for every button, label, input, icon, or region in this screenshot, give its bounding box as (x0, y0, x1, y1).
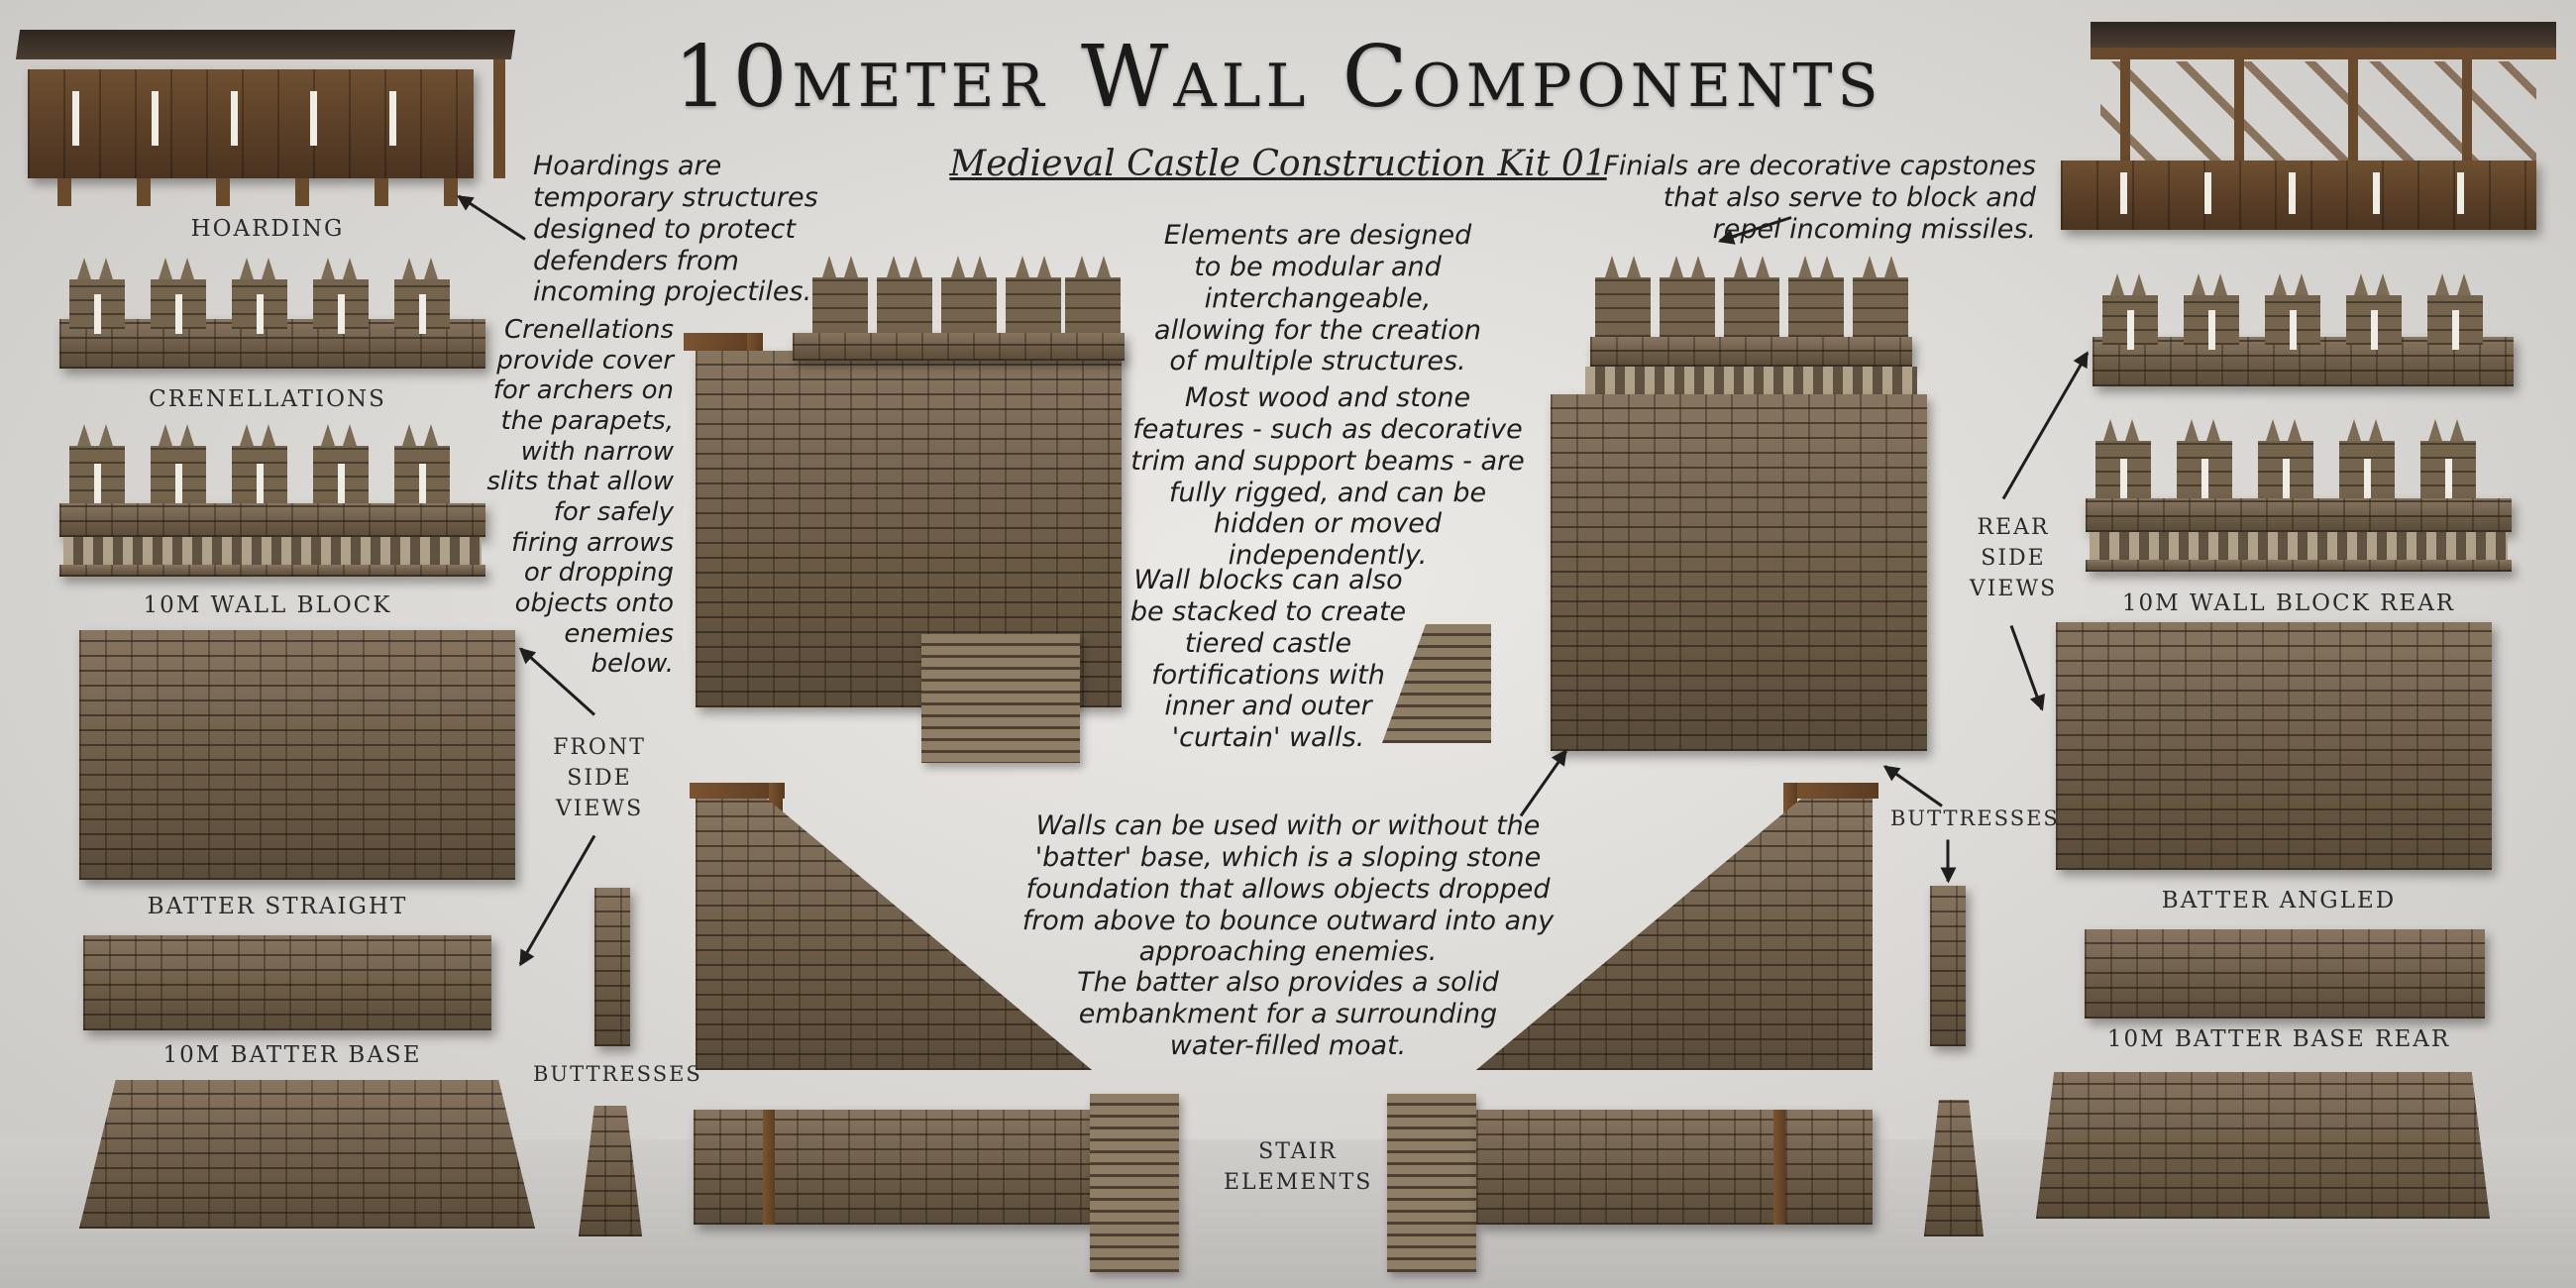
arrow-buttresses-tower (1883, 765, 1943, 807)
note-finials: Finials are decorative capstones that al… (1603, 151, 2036, 245)
arrow-buttresses-down (1946, 839, 1950, 882)
arrow-front-side-views-down (518, 834, 596, 966)
buttress-model-left-upper (594, 888, 630, 1046)
note-stacked: Wall blocks can also be stacked to creat… (1129, 565, 1407, 754)
note-modular: Elements are designed to be modular and … (1154, 220, 1481, 377)
tower-model-front-left (684, 248, 1139, 778)
label-buttresses-left: Buttresses (533, 1062, 702, 1086)
label-hoarding: Hoarding (190, 216, 345, 242)
crenellations-model-rear (2093, 266, 2514, 394)
note-batter: Walls can be used with or without the 'b… (1021, 810, 1555, 968)
batter-straight-model (79, 630, 515, 880)
label-rear-side-views: Rear Side Views (1964, 513, 2063, 604)
buttress-model-right-lower (1924, 1100, 1984, 1236)
label-rear-side-views-text: Rear Side Views (1969, 515, 2058, 601)
tower-model-front-right (1382, 238, 1967, 763)
batter-angled-model (2056, 622, 2492, 870)
batter-base-model-rear (2085, 929, 2485, 1019)
label-batter-angled: Batter Angled (2161, 888, 2397, 913)
batter-base-model-front (83, 935, 491, 1030)
label-front-side-views: Front Side Views (535, 733, 664, 824)
label-buttresses-right: Buttresses (1890, 806, 2060, 830)
batter-wall-model-bottom-right (2036, 1072, 2490, 1219)
note-embankment: The batter also provides a solid embankm… (1077, 967, 1499, 1061)
wall-block-model-rear (2086, 411, 2512, 585)
label-stair-elements-text: Stair Elements (1224, 1139, 1373, 1195)
label-wall-block: 10m Wall Block (143, 592, 392, 618)
label-batter-base-rear: 10m Batter Base Rear (2106, 1026, 2451, 1052)
stair-wedge-model-right (1466, 783, 1882, 1070)
hoarding-model-rear (2061, 22, 2556, 245)
stair-wall-model-bottom-right (1387, 1094, 1873, 1272)
label-crenellations: Crenellations (149, 386, 386, 412)
batter-wall-model-bottom-left (79, 1080, 535, 1229)
page-subtitle: Medieval Castle Construction Kit 01 (949, 144, 1607, 184)
note-hoardings: Hoardings are temporary structures desig… (533, 151, 818, 308)
note-crenellations: Crenellations provide cover for archers … (486, 315, 674, 680)
buttress-model-right-upper (1930, 886, 1966, 1046)
crenellations-model-front (59, 250, 485, 378)
stair-wall-model-bottom-left (694, 1094, 1179, 1272)
arrow-rear-side-views-down (2009, 624, 2044, 710)
label-batter-straight: Batter Straight (147, 894, 408, 919)
buttress-model-left-lower (579, 1106, 642, 1236)
note-rigged: Most wood and stone features - such as d… (1130, 382, 1525, 572)
label-front-side-views-text: Front Side Views (553, 735, 646, 821)
label-stair-elements: Stair Elements (1224, 1137, 1372, 1199)
page-title: 10meter Wall Components (674, 28, 1883, 127)
arrow-rear-side-views-up (2001, 352, 2090, 500)
stair-wedge-model-left (686, 783, 1102, 1070)
hoarding-model-front (15, 30, 516, 208)
label-batter-base: 10m Batter Base (162, 1042, 422, 1068)
wall-block-model-front (59, 416, 485, 585)
label-wall-block-rear: 10m Wall Block Rear (2121, 590, 2456, 616)
